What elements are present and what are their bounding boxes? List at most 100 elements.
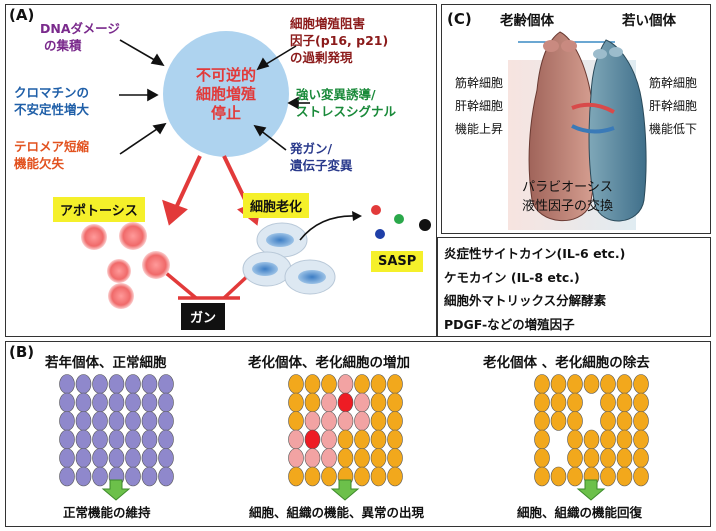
cell: [321, 392, 337, 413]
down-arrows: [101, 479, 606, 501]
cell: [59, 429, 75, 450]
cell: [583, 448, 600, 468]
cell: [158, 429, 174, 450]
cell: [304, 392, 321, 413]
cell: [600, 466, 616, 487]
cell: [75, 448, 92, 468]
cell: [567, 448, 583, 468]
cell: [304, 374, 321, 394]
exchange-arrow-left: [571, 124, 615, 134]
cell: [387, 374, 403, 394]
cell: [534, 429, 550, 450]
young-effect: 機能低下: [649, 122, 698, 136]
cell: [354, 466, 370, 487]
center-line-3: 停止: [210, 104, 241, 122]
cell: [125, 448, 141, 468]
cell: [354, 411, 370, 431]
cell: [59, 466, 75, 487]
cell: [633, 374, 649, 394]
old-effect: 筋幹細胞: [455, 76, 504, 90]
cell: [158, 411, 174, 431]
cell: [633, 392, 649, 413]
cell: [92, 466, 108, 487]
sasp-list: 炎症性サイトカイン(IL-6 etc.) ケモカイン (IL-8 etc.) 細…: [444, 242, 625, 336]
cell: [534, 466, 550, 487]
cell: [337, 392, 354, 413]
panel-b: [5, 341, 711, 527]
cell: [75, 411, 92, 431]
cause-telomere-line: テロメア短縮: [14, 139, 90, 154]
young-effect: 肝幹細胞: [649, 99, 698, 113]
cell: [616, 429, 633, 450]
cell: [387, 466, 403, 487]
cell: [370, 429, 387, 450]
cause-oncogene-line: 発ガン/: [290, 141, 333, 156]
cell: [616, 392, 633, 413]
cell: [600, 374, 616, 394]
panel-c-label: (C): [447, 10, 472, 28]
center-text: 不可逆的 細胞増殖 停止: [168, 66, 284, 123]
cause-stress: 強い変異誘導/ ストレスシグナル: [296, 86, 396, 120]
cell: [633, 429, 649, 450]
apoptotic-cells: [81, 222, 170, 309]
sasp-item: 炎症性サイトカイン(IL-6 etc.): [444, 246, 626, 261]
young-mouse: [588, 39, 647, 222]
cell: [370, 466, 387, 487]
cell: [108, 448, 125, 468]
center-line-2: 細胞増殖: [195, 85, 256, 103]
cell: [600, 429, 616, 450]
cell: [567, 466, 583, 487]
cell: [583, 429, 600, 450]
cell: [125, 411, 141, 431]
panel-b-title-1: 若年個体、正常細胞: [45, 355, 167, 371]
cause-p16: 細胞増殖阻害 因子(p16, p21) の過剰発現: [290, 15, 388, 66]
cell: [125, 374, 141, 394]
sasp-item: PDGF-などの増殖因子: [444, 316, 575, 332]
cell: [141, 392, 158, 413]
cell: [125, 466, 141, 487]
grid-senescent: [288, 374, 403, 487]
caption-line: パラビオーシス: [522, 180, 613, 195]
cell: [354, 374, 370, 394]
cell: [59, 374, 75, 394]
cell: [321, 448, 337, 468]
panel-a: [5, 4, 437, 337]
cell: [550, 374, 567, 394]
cell: [141, 448, 158, 468]
panel-b-title-3: 老化個体 、老化細胞の除去: [483, 355, 650, 371]
young-effects: 筋幹細胞 肝幹細胞 機能低下: [649, 72, 697, 141]
cell: [370, 392, 387, 413]
cell: [75, 466, 92, 487]
cause-stress-line: ストレスシグナル: [296, 104, 397, 119]
cancer-label: ガン: [181, 303, 226, 330]
cell: [125, 429, 141, 450]
parabiosis-caption: パラビオーシス 液性因子の交換: [522, 178, 613, 216]
cell: [75, 392, 92, 413]
cause-chromatin-line: 不安定性増大: [14, 102, 90, 117]
old-mouse: [528, 31, 596, 221]
cell: [108, 411, 125, 431]
cell: [354, 429, 370, 450]
cause-oncogene-line: 遺伝子変異: [290, 158, 353, 173]
sasp-label: SASP: [371, 251, 424, 272]
cell: [567, 392, 583, 413]
panel-b-title-2: 老化個体、老化細胞の増加: [248, 355, 410, 371]
panel-b-label: (B): [9, 343, 35, 361]
senescence-label: 細胞老化: [243, 193, 310, 218]
cell: [59, 448, 75, 468]
cause-dna-line: DNAダメージ: [40, 21, 120, 36]
cell: [616, 448, 633, 468]
cell: [600, 411, 616, 431]
cell: [75, 429, 92, 450]
grid-normal: [59, 374, 174, 487]
cell: [534, 374, 550, 394]
cell: [337, 374, 354, 394]
cause-dna-line: の集積: [44, 38, 82, 53]
cell: [616, 466, 633, 487]
cell: [616, 411, 633, 431]
cell: [534, 411, 550, 431]
old-effect: 機能上昇: [455, 122, 504, 136]
cell: [633, 448, 649, 468]
cell: [583, 374, 600, 394]
